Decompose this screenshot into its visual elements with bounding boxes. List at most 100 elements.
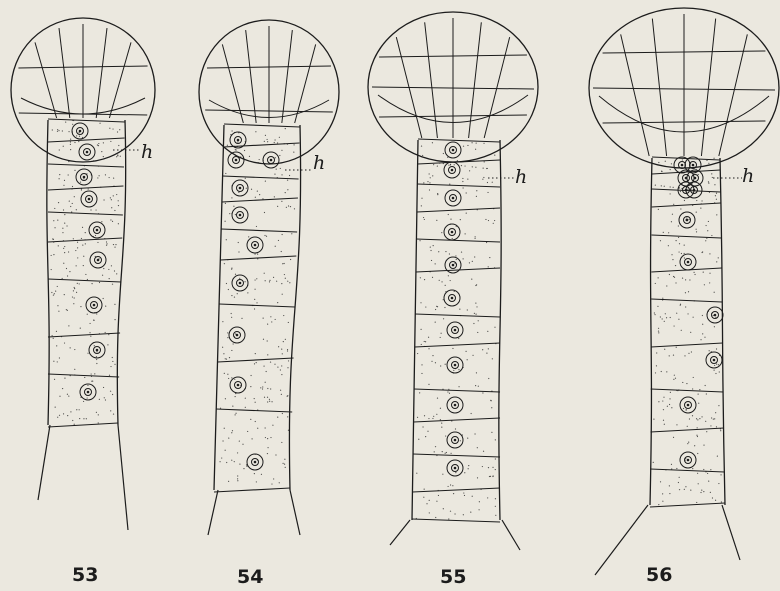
stipple-dot bbox=[664, 321, 665, 322]
stipple-dot bbox=[285, 128, 286, 129]
stipple-dot bbox=[719, 371, 720, 372]
stipple-dot bbox=[63, 248, 64, 249]
stipple-dot bbox=[430, 177, 431, 178]
stipple-dot bbox=[693, 317, 694, 318]
stipple-dot bbox=[64, 252, 65, 253]
stipple-dot bbox=[678, 225, 679, 226]
stipple-dot bbox=[454, 291, 455, 292]
stipple-dot bbox=[687, 443, 688, 444]
stipple-dot bbox=[689, 279, 690, 280]
stipple-dot bbox=[254, 289, 255, 290]
stipple-dot bbox=[428, 384, 429, 385]
stipple-dot bbox=[231, 295, 232, 296]
stipple-dot bbox=[51, 269, 52, 270]
stipple-dot bbox=[655, 372, 656, 373]
nucleolus-core bbox=[93, 304, 96, 307]
stipple-dot bbox=[234, 461, 235, 462]
stipple-dot bbox=[713, 158, 714, 159]
stipple-dot bbox=[277, 177, 278, 178]
stipple-dot bbox=[289, 175, 290, 176]
stipple-dot bbox=[269, 281, 270, 282]
stipple-dot bbox=[57, 286, 58, 287]
stipple-dot bbox=[671, 221, 672, 222]
stalk-cell-wall bbox=[414, 418, 500, 422]
stipple-dot bbox=[486, 168, 487, 169]
stipple-dot bbox=[476, 142, 477, 143]
stipple-dot bbox=[285, 339, 286, 340]
stipple-dot bbox=[92, 380, 93, 381]
stipple-dot bbox=[57, 131, 58, 132]
stipple-dot bbox=[222, 440, 223, 441]
stipple-dot bbox=[673, 355, 674, 356]
stipple-dot bbox=[706, 238, 707, 239]
stipple-dot bbox=[55, 291, 56, 292]
stipple-dot bbox=[106, 241, 107, 242]
stipple-dot bbox=[470, 511, 471, 512]
stalk-left-wall bbox=[214, 125, 224, 490]
stipple-dot bbox=[64, 246, 65, 247]
cap-wall bbox=[701, 19, 715, 156]
stipple-dot bbox=[98, 422, 99, 423]
stipple-dot bbox=[279, 155, 280, 156]
stipple-dot bbox=[687, 426, 688, 427]
stipple-dot bbox=[62, 130, 63, 131]
stipple-dot bbox=[53, 242, 54, 243]
stipple-dot bbox=[690, 332, 691, 333]
stipple-dot bbox=[666, 285, 667, 286]
stipple-dot bbox=[238, 192, 239, 193]
stipple-dot bbox=[231, 317, 232, 318]
stipple-dot bbox=[70, 144, 71, 145]
stipple-dot bbox=[711, 173, 712, 174]
stipple-dot bbox=[66, 225, 67, 226]
stalk-cell-wall bbox=[652, 235, 722, 238]
stipple-dot bbox=[225, 358, 226, 359]
stipple-dot bbox=[228, 378, 229, 379]
stipple-dot bbox=[99, 123, 100, 124]
stipple-dot bbox=[702, 324, 703, 325]
stipple-dot bbox=[234, 379, 235, 380]
stipple-dot bbox=[77, 283, 78, 284]
stipple-dot bbox=[281, 150, 282, 151]
stipple-dot bbox=[281, 251, 282, 252]
stipple-dot bbox=[247, 292, 248, 293]
stipple-dot bbox=[70, 139, 71, 140]
stipple-dot bbox=[713, 418, 714, 419]
stipple-dot bbox=[93, 319, 94, 320]
label-h-fig54: h bbox=[313, 152, 325, 174]
stipple-dot bbox=[472, 261, 473, 262]
nucleolus-core bbox=[254, 244, 257, 247]
stipple-dot bbox=[117, 155, 118, 156]
stipple-dot bbox=[103, 142, 104, 143]
stipple-dot bbox=[482, 179, 483, 180]
stipple-dot bbox=[654, 314, 655, 315]
stipple-dot bbox=[690, 489, 691, 490]
stipple-dot bbox=[495, 343, 496, 344]
stipple-dot bbox=[99, 399, 100, 400]
stipple-dot bbox=[287, 416, 288, 417]
stipple-dot bbox=[440, 408, 441, 409]
stalk-cell-wall bbox=[48, 279, 121, 282]
stalk-cell-wall bbox=[416, 239, 500, 242]
stipple-dot bbox=[53, 361, 54, 362]
stipple-dot bbox=[111, 207, 112, 208]
stipple-dot bbox=[658, 209, 659, 210]
stalk-cell-wall bbox=[417, 184, 500, 187]
stipple-dot bbox=[255, 131, 256, 132]
stipple-dot bbox=[277, 417, 278, 418]
stipple-dot bbox=[97, 144, 98, 145]
stipple-dot bbox=[670, 193, 671, 194]
stipple-dot bbox=[53, 220, 54, 221]
stipple-dot bbox=[233, 206, 234, 207]
stipple-dot bbox=[421, 205, 422, 206]
stipple-dot bbox=[678, 389, 679, 390]
stipple-dot bbox=[678, 319, 679, 320]
stipple-dot bbox=[694, 300, 695, 301]
stipple-dot bbox=[427, 431, 428, 432]
stipple-dot bbox=[684, 257, 685, 258]
stipple-dot bbox=[109, 128, 110, 129]
stipple-dot bbox=[111, 265, 112, 266]
stipple-dot bbox=[675, 378, 676, 379]
stalk-right-wall bbox=[499, 140, 501, 520]
stipple-dot bbox=[662, 493, 663, 494]
stipple-dot bbox=[241, 318, 242, 319]
